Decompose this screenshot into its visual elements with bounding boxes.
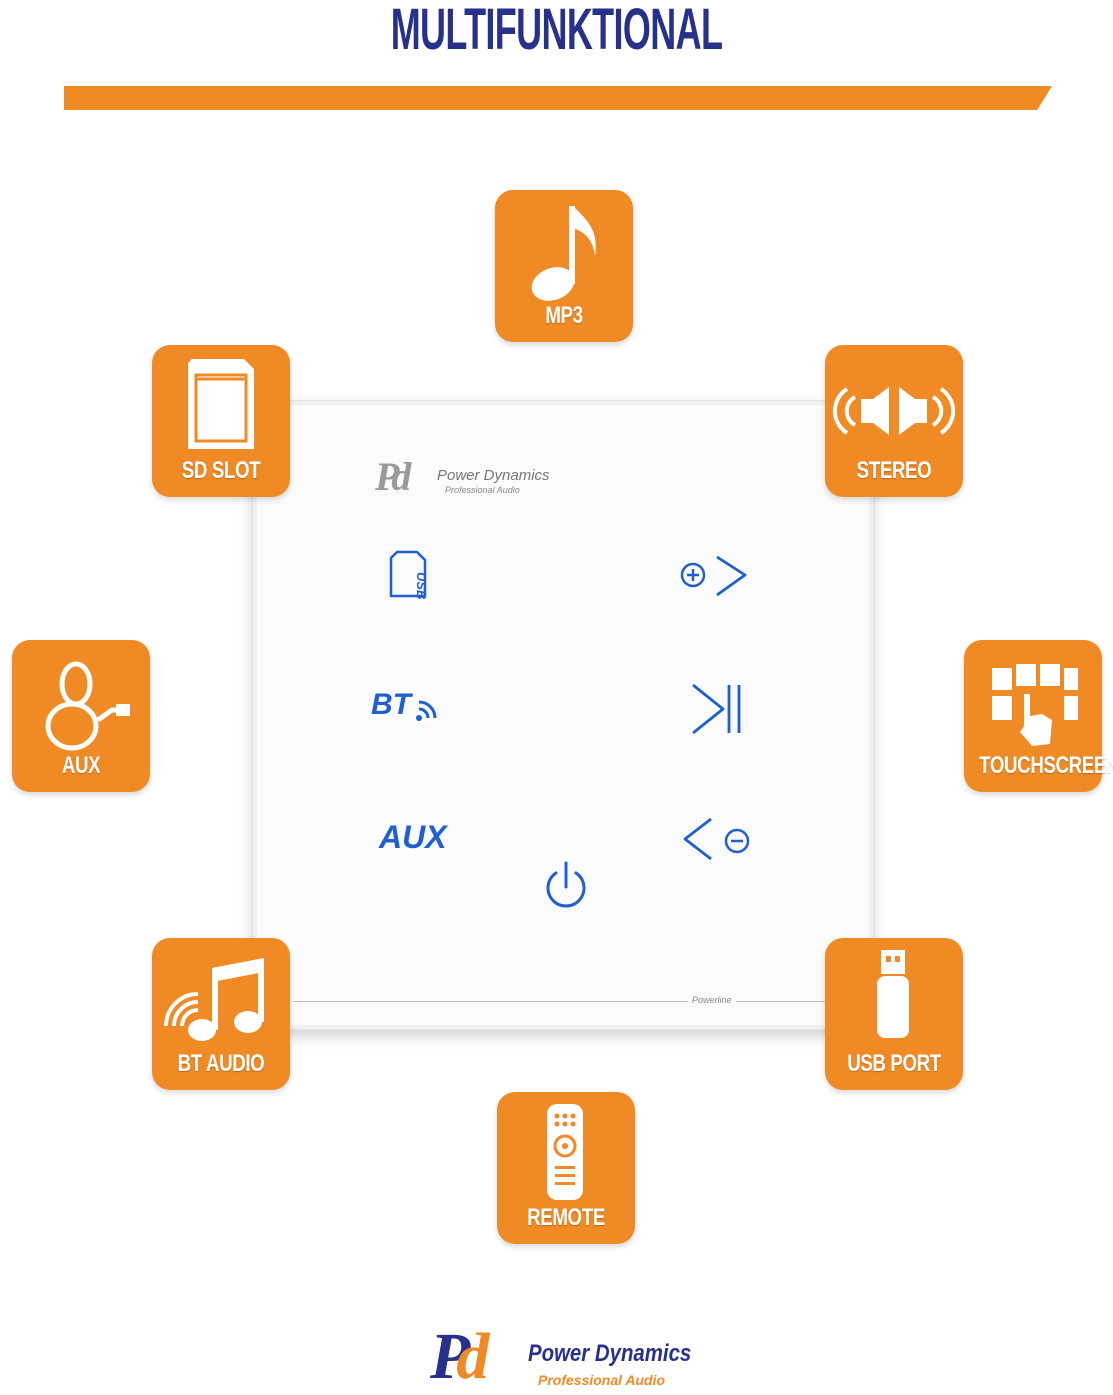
footer-brand-name: Power Dynamics [528,1340,692,1367]
panel-brand-mark: Pd [375,454,412,499]
aux-cable-icon [45,661,130,751]
feature-label-remote: REMOTE [527,1204,605,1231]
remote-control-icon [547,1104,583,1200]
power-icon [546,861,586,908]
feature-label-bt-audio: BT AUDIO [177,1050,265,1077]
chevron-left-minus-icon [683,817,750,861]
panel-brand-name: Power Dynamics [437,467,550,484]
volume-up-key[interactable] [679,553,751,605]
aux-touch-key[interactable]: AUX [379,819,449,859]
feature-tile-remote: REMOTE [497,1092,635,1244]
wall-panel: Pd Power Dynamics Professional Audio USB… [252,400,874,1030]
accent-bar [64,86,1052,110]
feature-label-usb-port: USB PORT [847,1050,941,1077]
feature-tile-sd-slot: SD SLOT [152,345,290,497]
page-headline: MULTIFUNKTIONAL [390,0,723,62]
footer-brand-logo: Pd Power Dynamics Professional Audio [430,1324,700,1392]
bt-touch-key[interactable]: BT [371,688,451,728]
usb-sd-touch-key[interactable]: USB [385,546,455,606]
power-key[interactable] [541,859,591,913]
feature-tile-mp3: MP3 [495,190,633,342]
panel-line-label: Powerline [688,995,736,1005]
feature-label-aux: AUX [61,752,101,779]
feature-label-sd-slot: SD SLOT [181,457,261,484]
sd-card-icon [188,359,254,449]
wireless-icon [416,700,437,721]
sd-card-icon [389,550,427,598]
bluetooth-music-icon [164,958,264,1041]
feature-label-touchscreen: TOUCHSCREEN [979,752,1113,779]
music-note-icon [531,206,596,301]
feature-tile-usb-port: USB PORT [825,938,963,1090]
panel-brand-sub: Professional Audio [445,485,520,495]
feature-tile-touchscreen: TOUCHSCREEN [964,640,1113,792]
touch-hand-icon [992,664,1078,746]
feature-tile-stereo: STEREO [825,345,963,497]
feature-label-mp3: MP3 [545,302,583,329]
plus-chevron-right-icon [680,555,747,597]
play-pause-icon [692,683,741,735]
footer-brand-mark-d: d [456,1320,489,1393]
footer-brand-sub: Professional Audio [538,1372,666,1388]
play-pause-key[interactable] [689,681,749,737]
feature-label-stereo: STEREO [856,457,932,484]
panel-brand-logo: Pd Power Dynamics Professional Audio [375,457,555,503]
feature-tile-bt-audio: BT AUDIO [152,938,290,1090]
footer-brand-mark-p: P [430,1320,471,1393]
feature-tile-aux: AUX [12,640,150,792]
panel-divider [293,1001,833,1002]
volume-down-key[interactable] [679,813,751,865]
footer-brand-mark: Pd [430,1324,489,1390]
aux-panel-label: AUX [379,819,447,855]
usb-label: USB [414,572,429,600]
usb-stick-icon [877,950,909,1038]
speakers-icon [832,387,956,435]
bt-label: BT [371,688,411,721]
